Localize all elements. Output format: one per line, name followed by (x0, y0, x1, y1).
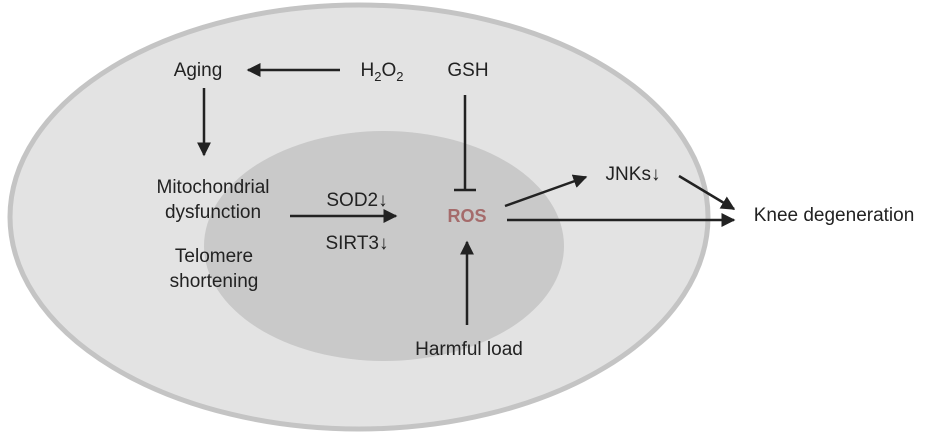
sod2-label: SOD2↓ (326, 190, 387, 211)
aging-label: Aging (174, 60, 223, 81)
h2o2-sub-1: 2 (374, 69, 381, 84)
harmful-load-label: Harmful load (415, 339, 523, 360)
inner-nucleus-ellipse (204, 131, 564, 361)
h2o2-o: O (381, 60, 396, 81)
h2o2-sub-2: 2 (396, 69, 403, 84)
jnks-label: JNKs↓ (606, 164, 661, 185)
ros-label: ROS (447, 206, 486, 226)
telomere-label-line2: shortening (170, 271, 259, 292)
telomere-label-line1: Telomere (175, 246, 253, 267)
arrow-jnks-to-knee (678, 174, 736, 211)
mito-label-line2: dysfunction (165, 202, 261, 223)
h2o2-h: H (361, 60, 375, 81)
knee-degeneration-label: Knee degeneration (754, 205, 915, 226)
sirt3-label: SIRT3↓ (325, 233, 388, 254)
gsh-label: GSH (447, 60, 488, 81)
arrow-ros-to-jnks (504, 174, 588, 208)
h2o2-label: H2O2 (361, 60, 404, 84)
mito-label-line1: Mitochondrial (157, 177, 270, 198)
